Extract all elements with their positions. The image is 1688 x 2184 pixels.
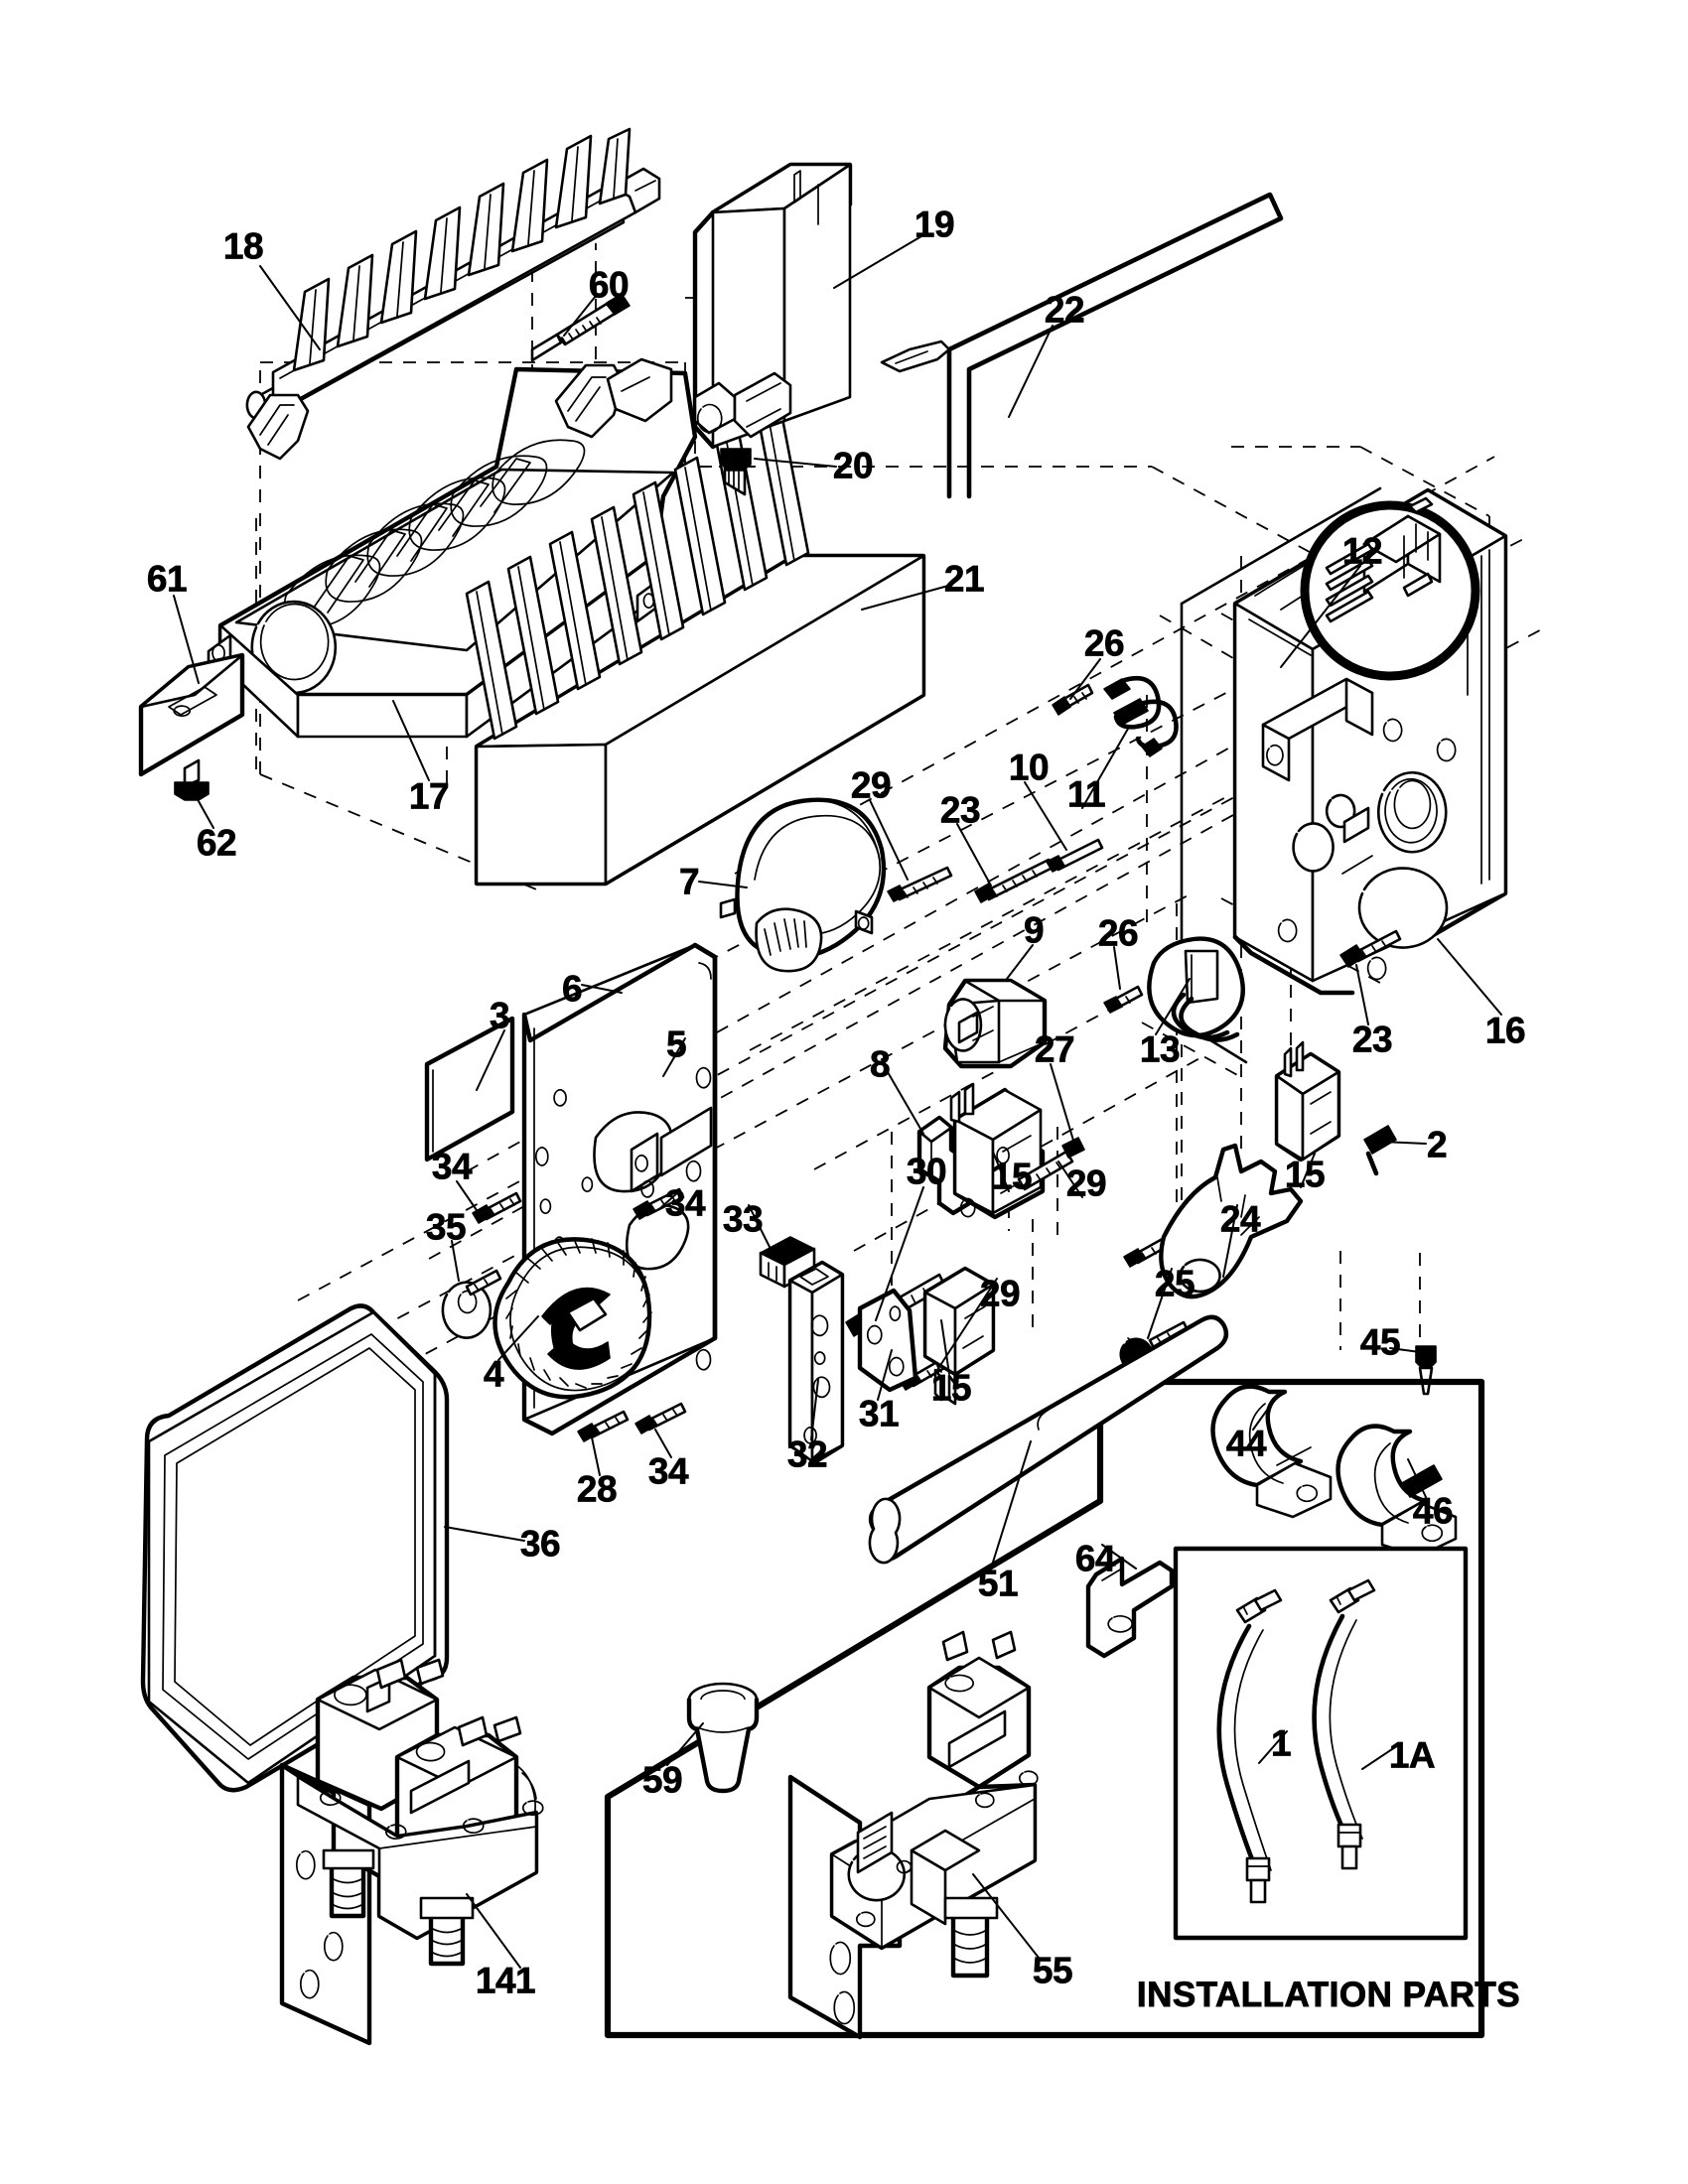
part-29-screw-a bbox=[887, 866, 953, 902]
leader-lines bbox=[173, 235, 1502, 1969]
part-11-clip bbox=[1103, 675, 1179, 757]
callout-33: 33 bbox=[722, 1198, 764, 1240]
callout-36: 36 bbox=[519, 1523, 561, 1565]
callout-20: 20 bbox=[832, 445, 874, 486]
part-55-water-valve bbox=[787, 1630, 1039, 2040]
callout-34: 34 bbox=[647, 1450, 689, 1492]
callout-6: 6 bbox=[561, 968, 583, 1010]
callout-10: 10 bbox=[1008, 747, 1050, 788]
callout-60: 60 bbox=[588, 264, 630, 306]
callout-34: 34 bbox=[664, 1182, 706, 1224]
part-59-grommet bbox=[686, 1682, 760, 1794]
callout-16: 16 bbox=[1484, 1010, 1526, 1051]
callout-2: 2 bbox=[1426, 1124, 1448, 1165]
part-7-motor bbox=[719, 797, 887, 973]
callout-9: 9 bbox=[1023, 909, 1045, 951]
callout-44: 44 bbox=[1225, 1423, 1267, 1464]
installation-parts-inner-box bbox=[1173, 1546, 1469, 1941]
callout-4: 4 bbox=[483, 1353, 504, 1395]
part-2-screw bbox=[1363, 1125, 1397, 1176]
part-18-ejector-comb bbox=[245, 127, 661, 420]
callout-29: 29 bbox=[1065, 1162, 1107, 1204]
callout-61: 61 bbox=[146, 558, 188, 600]
part-15-switch-b bbox=[1274, 1040, 1341, 1162]
callout-55: 55 bbox=[1032, 1950, 1073, 1991]
part-62-screw bbox=[174, 758, 210, 801]
part-28-screw bbox=[577, 1410, 630, 1442]
part-46-tube-clamp bbox=[1336, 1424, 1458, 1559]
part-26-screw-upper bbox=[1052, 683, 1094, 716]
callout-24: 24 bbox=[1219, 1198, 1261, 1240]
part-9-solenoid bbox=[942, 978, 1048, 1069]
callout-1a: 1A bbox=[1388, 1734, 1436, 1776]
callout-23: 23 bbox=[1351, 1019, 1393, 1060]
callout-30: 30 bbox=[906, 1151, 947, 1192]
part-44-tube-clamp bbox=[1210, 1384, 1333, 1519]
callout-32: 32 bbox=[786, 1433, 828, 1475]
part-23-screw-a bbox=[974, 858, 1055, 903]
part-12-connector-detail bbox=[1300, 496, 1480, 681]
callout-3: 3 bbox=[489, 995, 510, 1036]
callout-7: 7 bbox=[678, 861, 700, 902]
callout-27: 27 bbox=[1034, 1028, 1075, 1070]
part-24-ejector-arm bbox=[1159, 1143, 1304, 1299]
callout-35: 35 bbox=[425, 1206, 467, 1248]
part-4-drive-gear bbox=[492, 1237, 652, 1400]
part-141-dual-water-valve bbox=[279, 1658, 544, 2046]
part-15-switch-a bbox=[949, 1082, 1046, 1220]
part-13-spring-clip bbox=[1147, 936, 1245, 1042]
callout-59: 59 bbox=[641, 1759, 683, 1801]
callout-15: 15 bbox=[991, 1156, 1033, 1197]
callout-46: 46 bbox=[1412, 1490, 1454, 1532]
callout-1: 1 bbox=[1270, 1722, 1292, 1764]
callout-34: 34 bbox=[431, 1146, 473, 1187]
part-45-screw bbox=[1415, 1345, 1437, 1396]
callout-28: 28 bbox=[576, 1468, 618, 1510]
part-60-screw bbox=[530, 293, 631, 362]
part-32-bracket-strap bbox=[787, 1260, 845, 1464]
part-19-shield bbox=[692, 162, 853, 450]
callout-11: 11 bbox=[1066, 773, 1106, 815]
callout-29: 29 bbox=[850, 764, 892, 806]
part-22-wire-bail bbox=[880, 192, 1284, 499]
part-20-screw bbox=[720, 448, 752, 496]
part-21-ice-stripper bbox=[465, 406, 926, 887]
callout-51: 51 bbox=[977, 1563, 1019, 1604]
callout-8: 8 bbox=[869, 1043, 891, 1085]
part-26-screw-lower bbox=[1103, 985, 1144, 1014]
part-35-bearing-plug bbox=[441, 1269, 502, 1339]
callout-12: 12 bbox=[1341, 530, 1383, 572]
callout-23: 23 bbox=[939, 789, 981, 831]
part-23-screw-b bbox=[1339, 929, 1402, 968]
callout-29: 29 bbox=[979, 1273, 1021, 1314]
callout-45: 45 bbox=[1359, 1321, 1401, 1363]
callout-31: 31 bbox=[858, 1393, 900, 1434]
callout-17: 17 bbox=[408, 775, 450, 817]
part-61-support-bracket bbox=[138, 652, 245, 777]
callout-5: 5 bbox=[665, 1024, 687, 1065]
part-10-screw bbox=[1046, 838, 1104, 873]
installation-parts-label: INSTALLATION PARTS bbox=[1136, 1976, 1521, 2015]
part-34-screw-a bbox=[472, 1191, 522, 1224]
part-64-mount-clip bbox=[1085, 1556, 1175, 1659]
callout-62: 62 bbox=[196, 822, 237, 864]
callout-15: 15 bbox=[1284, 1154, 1326, 1195]
callout-19: 19 bbox=[914, 204, 955, 245]
callout-141: 141 bbox=[475, 1960, 536, 2001]
callout-26: 26 bbox=[1083, 622, 1125, 664]
callout-25: 25 bbox=[1154, 1263, 1196, 1304]
callout-22: 22 bbox=[1044, 289, 1085, 331]
part-31-gasket bbox=[857, 1288, 918, 1393]
part-36-ice-container bbox=[140, 1303, 450, 1793]
part-34-screw-c bbox=[634, 1402, 687, 1434]
callout-13: 13 bbox=[1139, 1028, 1181, 1070]
part-51-water-tube bbox=[868, 1314, 1229, 1565]
callout-15: 15 bbox=[930, 1367, 972, 1409]
callout-21: 21 bbox=[943, 558, 985, 600]
part-3-cover-plate bbox=[424, 1016, 515, 1162]
callout-26: 26 bbox=[1097, 912, 1139, 954]
callout-64: 64 bbox=[1074, 1538, 1116, 1579]
callout-18: 18 bbox=[222, 225, 264, 267]
